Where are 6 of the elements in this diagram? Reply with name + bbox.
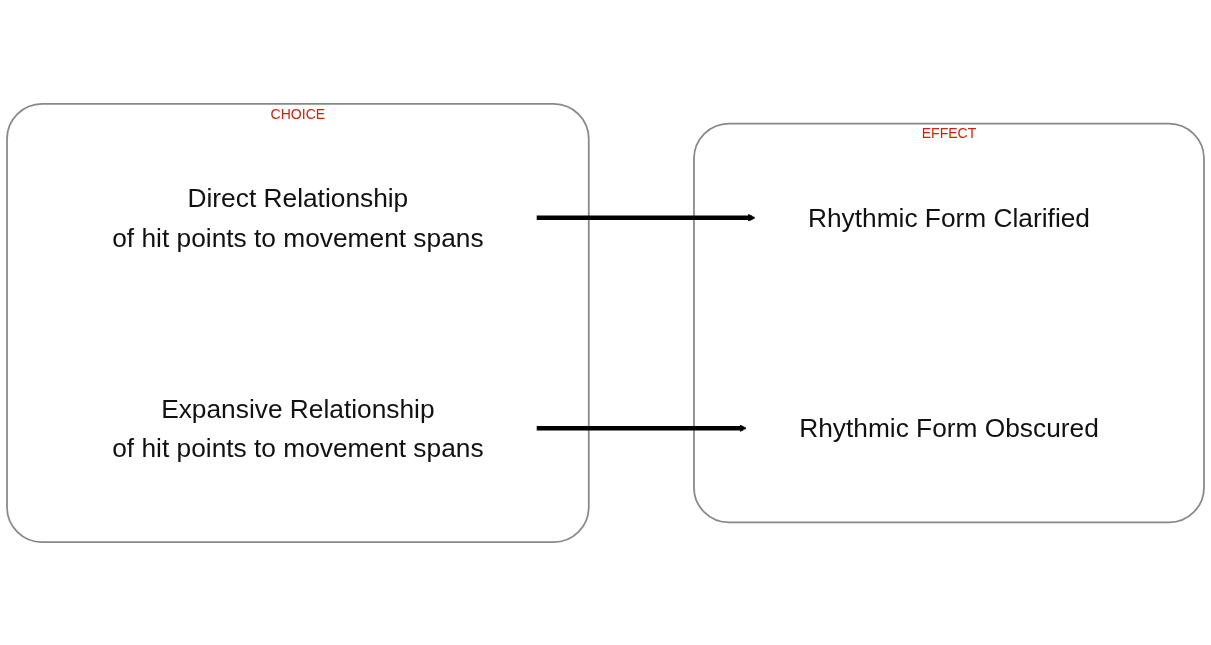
arrow xyxy=(536,423,747,432)
arrow xyxy=(536,213,756,222)
node-text: Expansive Relationship of hit points to movement spans xyxy=(112,393,484,462)
node-text: Direct Relationship of hit points to movement spans xyxy=(112,183,484,252)
node-text: Rhythmic Form Clarified xyxy=(807,202,1091,232)
node-text: Rhythmic Form Obscured xyxy=(799,413,1099,443)
